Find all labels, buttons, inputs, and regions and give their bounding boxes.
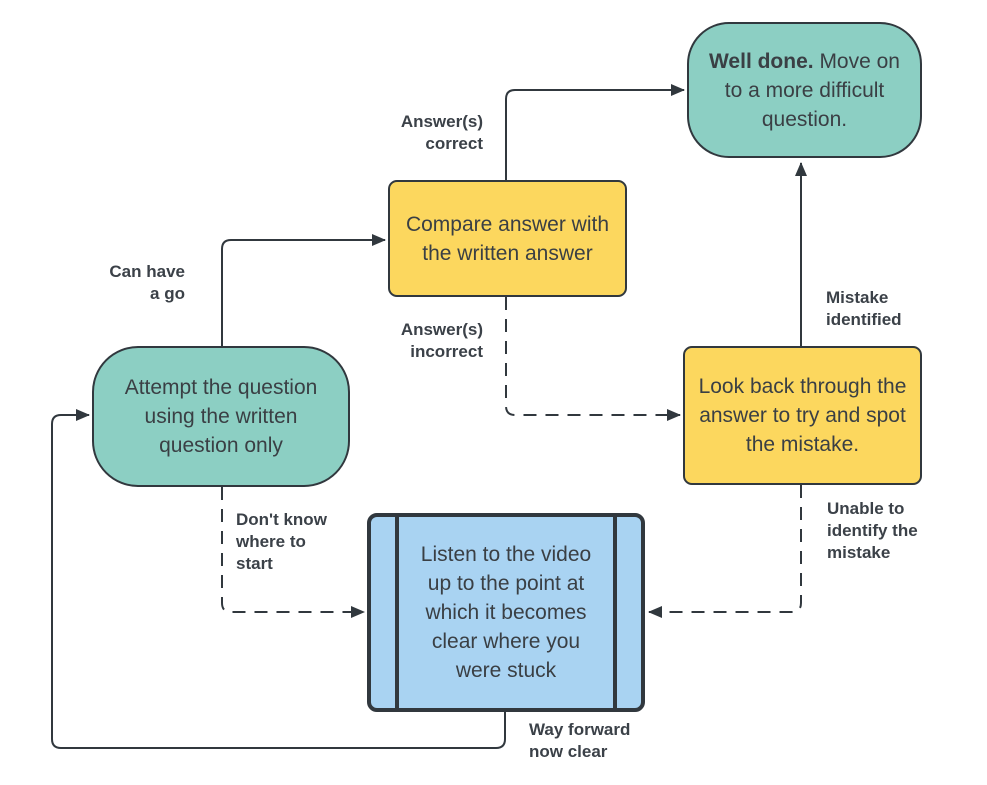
node-compare-answer: Compare answer with the written answer <box>388 180 627 297</box>
node-well-done-text: Well done. Move on to a more difficult q… <box>708 49 900 131</box>
edge-answers-correct <box>505 84 685 180</box>
label-dont-know-where-to-start: Don't know where to start <box>236 510 327 573</box>
node-well-done-bold-text: Well done. <box>708 49 814 73</box>
edge-can-have-a-go <box>221 234 386 346</box>
node-listen-video-text: Listen to the video up to the point at w… <box>420 543 592 682</box>
node-compare-answer-text: Compare answer with the written answer <box>405 212 610 265</box>
edge-answers-incorrect <box>505 297 681 421</box>
node-listen-video: Listen to the video up to the point at w… <box>367 513 645 712</box>
edge-way-forward-loop <box>51 409 506 749</box>
edge-dont-know-where-to-start <box>221 487 365 618</box>
node-attempt-question-text: Attempt the question using the written q… <box>124 376 318 457</box>
edge-unable-to-identify <box>648 485 802 618</box>
label-answers-correct: Answer(s) correct <box>400 112 483 153</box>
predefined-process-bar-right <box>613 517 617 708</box>
label-mistake-identified: Mistake identified <box>826 288 902 329</box>
node-look-back: Look back through the answer to try and … <box>683 346 922 485</box>
node-well-done: Well done. Move on to a more difficult q… <box>687 22 922 158</box>
predefined-process-bar-left <box>395 517 399 708</box>
node-attempt-question: Attempt the question using the written q… <box>92 346 350 487</box>
label-can-have-a-go: Can have a go <box>109 262 185 303</box>
label-way-forward-now-clear: Way forward now clear <box>529 720 631 761</box>
label-unable-to-identify: Unable to identify the mistake <box>827 499 918 562</box>
node-look-back-text: Look back through the answer to try and … <box>698 375 907 456</box>
label-answers-incorrect: Answer(s) incorrect <box>400 320 483 361</box>
